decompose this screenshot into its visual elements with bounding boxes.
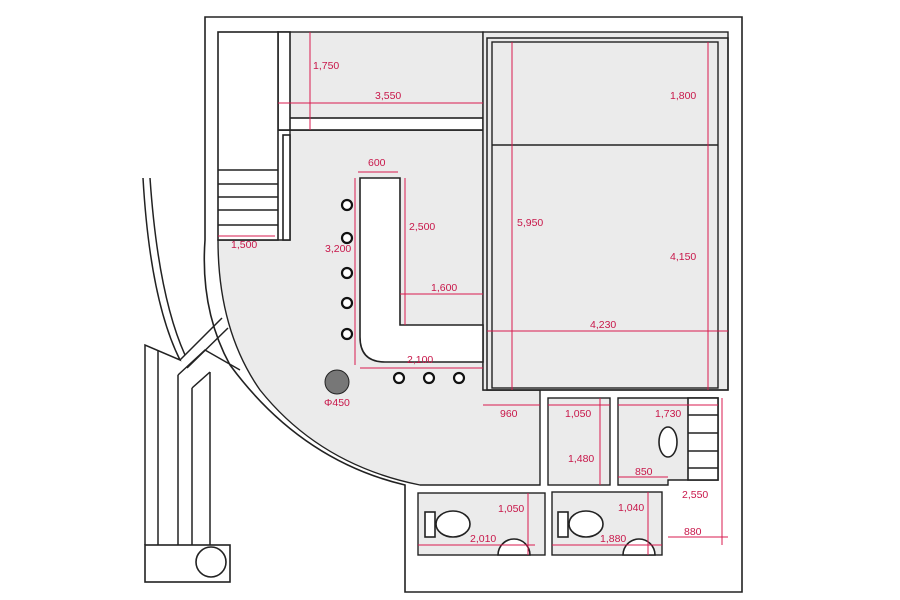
- sink-icon: [497, 538, 656, 556]
- dim-closet-depth: 1,480: [568, 453, 594, 465]
- left-corridor: [217, 31, 279, 241]
- dim-storage-depth: 1,750: [313, 60, 339, 72]
- toilet-icon: [424, 510, 604, 538]
- dim-bedroom-width: 4,230: [590, 319, 616, 331]
- dim-storage-width: 3,550: [375, 90, 401, 102]
- dim-bath-width: 1,730: [655, 408, 681, 420]
- bedroom-wall: [486, 37, 729, 391]
- bathtub: [687, 397, 719, 481]
- entrance-walls: [142, 177, 241, 583]
- storage-post: [277, 31, 291, 131]
- storage-shelf: [277, 117, 484, 131]
- dim-column-diameter: Φ450: [324, 397, 350, 409]
- dim-wc1-width: 2,010: [470, 533, 496, 545]
- kitchen-counter: [359, 177, 484, 363]
- dim-wc2-width: 1,880: [600, 533, 626, 545]
- dim-bedroom-depth: 5,950: [517, 217, 543, 229]
- dim-wc2-depth: 1,040: [618, 502, 644, 514]
- bar-stools: [340, 198, 466, 385]
- dim-bed-length: 4,150: [670, 251, 696, 263]
- dim-counter-gap: 1,600: [431, 282, 457, 294]
- dim-counter-bottom: 2,100: [407, 354, 433, 366]
- dim-bar-length: 3,200: [325, 243, 351, 255]
- stairs: [218, 169, 278, 226]
- dim-wc1-depth: 1,050: [498, 503, 524, 515]
- column: [324, 369, 350, 395]
- dim-closet-width: 1,050: [565, 408, 591, 420]
- dim-counter-width: 600: [368, 157, 386, 169]
- partition-wall: [282, 134, 291, 241]
- dim-stair-width: 1,500: [231, 239, 257, 251]
- dim-bath-inner: 850: [635, 466, 653, 478]
- dim-bed-head: 1,800: [670, 90, 696, 102]
- dim-bath-step: 880: [684, 526, 702, 538]
- dim-corridor: 960: [500, 408, 518, 420]
- storage-room: [277, 31, 484, 131]
- dim-bath-depth: 2,550: [682, 489, 708, 501]
- dim-counter-long: 2,500: [409, 221, 435, 233]
- bath-basin: [658, 426, 678, 458]
- dimension-lines: [218, 32, 728, 555]
- bed: [491, 41, 719, 389]
